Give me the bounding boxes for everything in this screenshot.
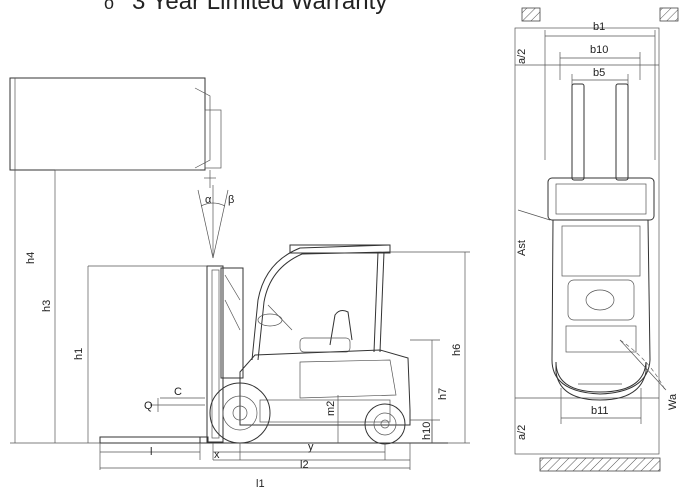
mast-assembly — [206, 265, 244, 443]
width-dimensions — [544, 30, 656, 424]
label-beta: β — [228, 194, 234, 206]
rear-wheel — [364, 403, 406, 445]
aisle-envelope — [514, 27, 660, 455]
forks-top — [571, 83, 629, 181]
side-view: h4 h3 h1 α β h6 h7 m2 h10 Q C l x y l2 l… — [9, 77, 470, 490]
label-b1: b1 — [593, 21, 605, 33]
label-x: x — [214, 449, 220, 461]
label-h3: h3 — [41, 300, 53, 312]
truck-top-body — [547, 177, 655, 401]
label-Q: Q — [144, 400, 153, 412]
truck-body — [239, 349, 411, 426]
aisle-wall-top-right — [659, 7, 679, 22]
label-y: y — [308, 441, 314, 453]
label-alpha: α — [205, 194, 212, 206]
label-l2: l2 — [300, 459, 309, 471]
warranty-bullet-line: o 3 Year Limited Warranty — [104, 0, 387, 16]
aisle-wall-bottom — [539, 457, 661, 472]
raised-load-block — [9, 77, 222, 188]
bullet-marker: o — [104, 0, 115, 13]
label-b10: b10 — [590, 44, 608, 56]
load-center-marker — [150, 397, 205, 412]
label-h4: h4 — [25, 252, 37, 264]
label-l: l — [150, 446, 152, 458]
label-a2-top: a/2 — [516, 49, 528, 64]
warranty-text: 3 Year Limited Warranty — [132, 0, 388, 15]
vertical-dimensions — [10, 78, 470, 444]
label-l1: l1 — [256, 478, 265, 490]
label-h10: h10 — [421, 422, 433, 440]
label-Ast: Ast — [516, 240, 528, 256]
label-Wa: Wa — [667, 393, 679, 410]
label-h6: h6 — [451, 344, 463, 356]
overhead-guard — [251, 244, 391, 361]
label-C: C — [174, 386, 182, 398]
aisle-wall-top-left — [521, 7, 541, 22]
label-a2-bottom: a/2 — [516, 425, 528, 440]
horizontal-dimensions — [99, 443, 411, 470]
seat-steering — [257, 304, 353, 353]
label-b5: b5 — [593, 67, 605, 79]
label-h7: h7 — [437, 388, 449, 400]
label-b11: b11 — [591, 405, 609, 417]
tilt-angle-lines — [197, 185, 229, 259]
forks — [99, 436, 209, 444]
top-view: b1 b10 b5 b11 a/2 a/2 Ast Wa — [514, 7, 679, 472]
label-m2: m2 — [325, 401, 337, 416]
label-h1: h1 — [73, 348, 85, 360]
